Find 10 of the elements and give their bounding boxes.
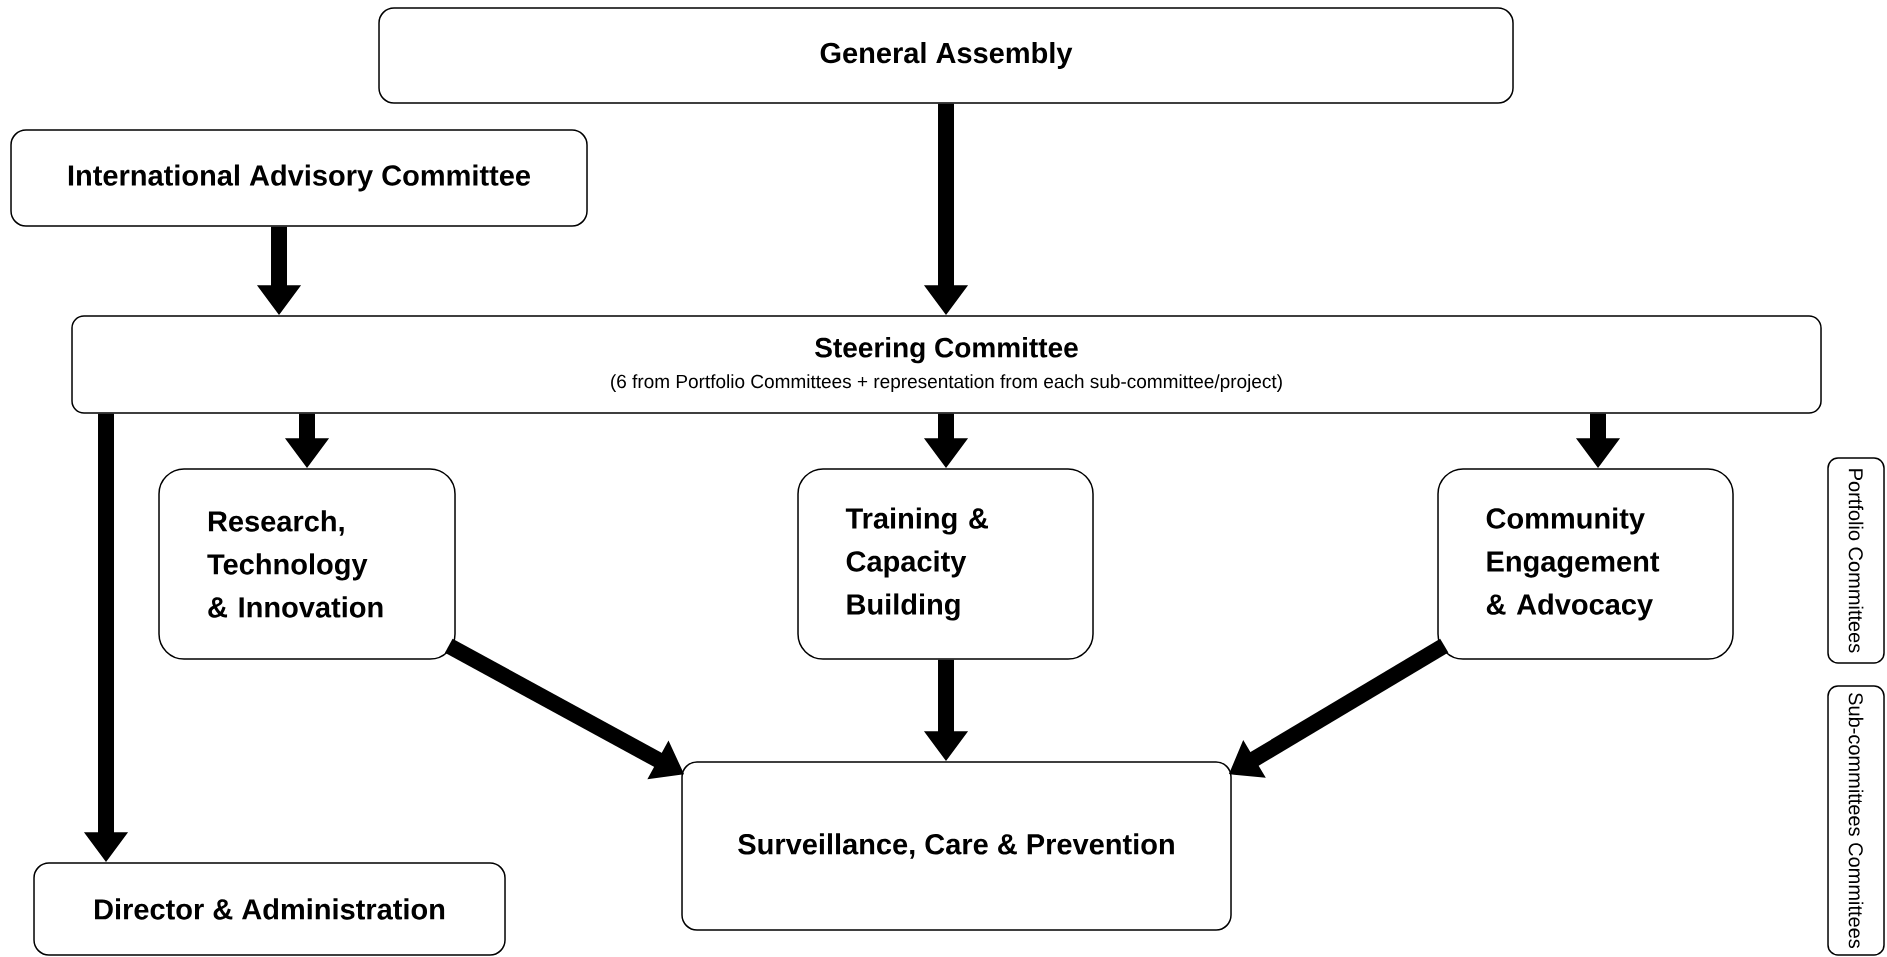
committee-box: Surveillance, Care & Prevention bbox=[681, 761, 1232, 931]
committee-box: General Assembly bbox=[378, 7, 1514, 104]
committee-box: Research, Technology & Innovation bbox=[158, 468, 456, 660]
side-label-box: Portfolio Committees bbox=[1827, 457, 1885, 664]
committee-box: International Advisory Committee bbox=[10, 129, 588, 227]
committee-box: Steering Committee (6 from Portfolio Committees + representation from each sub-committee/project) bbox=[71, 315, 1822, 414]
committee-box: Director & Administration bbox=[33, 862, 506, 956]
committee-box: Training & Capacity Building bbox=[797, 468, 1094, 660]
committee-box: Community Engagement & Advocacy bbox=[1437, 468, 1734, 660]
side-label-box: Sub-committees Committees bbox=[1827, 685, 1885, 956]
